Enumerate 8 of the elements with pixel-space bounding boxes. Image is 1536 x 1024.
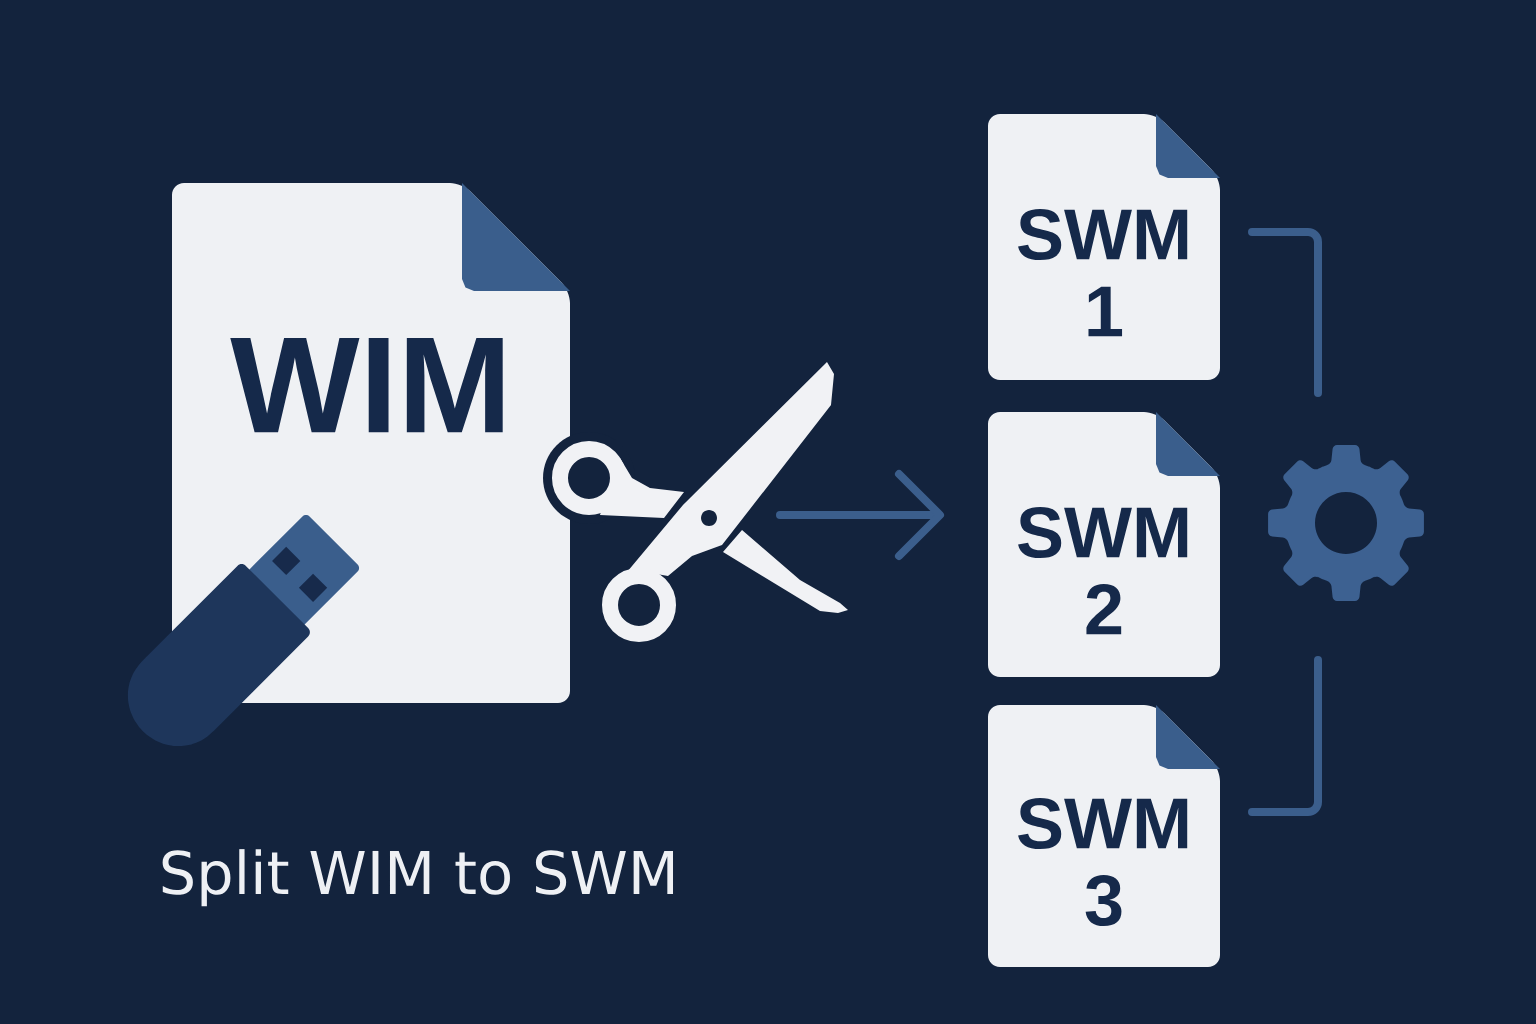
scissors-icon	[543, 362, 848, 642]
document-box: SWM 2	[988, 412, 1220, 677]
gear-icon	[1268, 445, 1424, 601]
document-box: SWM 3	[988, 705, 1220, 967]
connector-line	[1248, 228, 1322, 397]
title: Split WIM to SWM	[162, 849, 673, 907]
connector-line	[1248, 656, 1322, 816]
document-box: SWM 1	[988, 114, 1220, 380]
